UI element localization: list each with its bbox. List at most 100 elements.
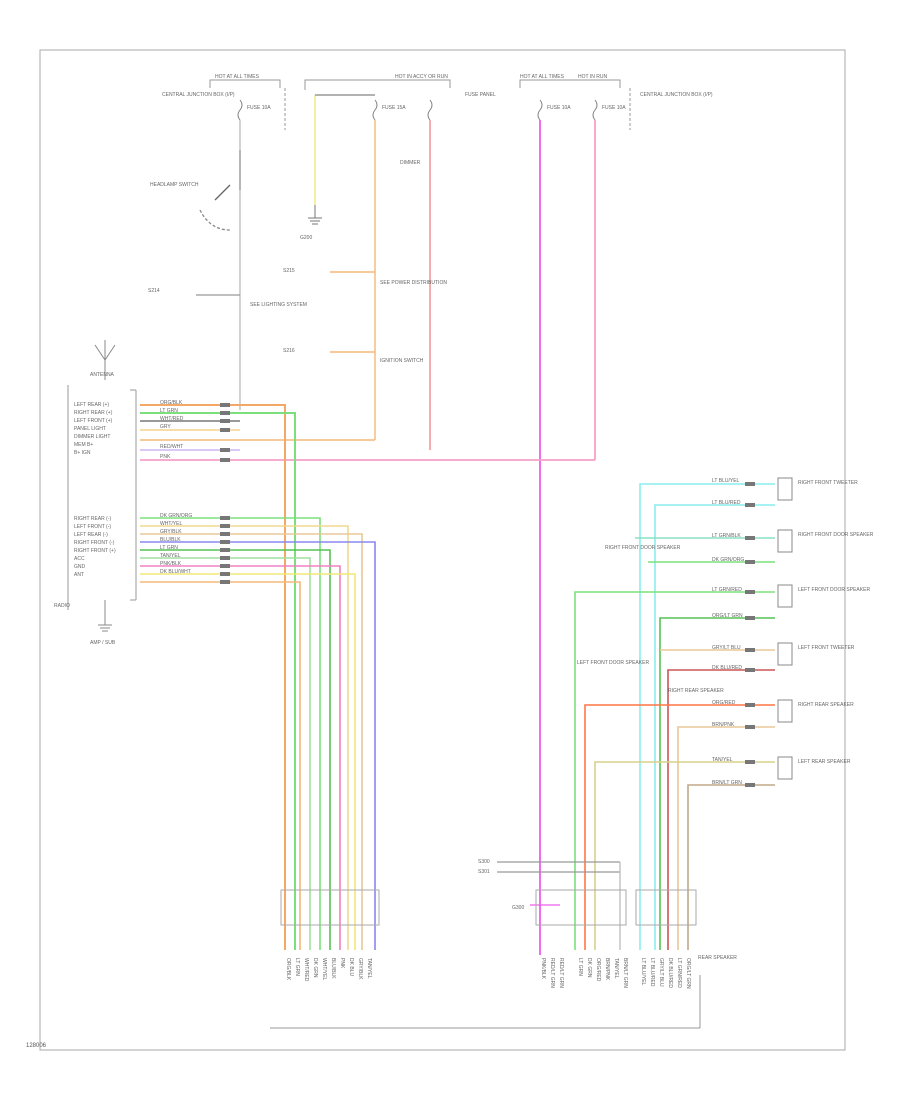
radio-wire-top-3: GRY <box>160 424 171 430</box>
junction-desc-3: CENTRAL JUNCTION BOX (I/P) <box>640 92 713 98</box>
speaker-2-wire-1: ORG/LT GRN <box>712 613 743 619</box>
dimmer-note: SEE LIGHTING SYSTEM <box>250 302 307 308</box>
bottom-right-code-10: LT GRN/RED <box>676 958 682 988</box>
bottom-left-code-1: LT GRN <box>294 958 300 976</box>
memory-power-wires <box>140 120 596 955</box>
bottom-left-code-7: DK BLU <box>348 958 354 977</box>
bottom-left-code-5: BLU/BLK <box>330 958 336 979</box>
radio-pin-top-3: PANEL LIGHT <box>74 426 106 432</box>
splice-note-1: S214 <box>148 288 160 294</box>
bottom-right-code-1: DK GRN <box>586 958 592 978</box>
radio-pin-bottom-1: LEFT FRONT (-) <box>74 524 112 530</box>
bottom-right-code-4: TAN/YEL <box>613 958 619 979</box>
bottom-mid-code-2: RED/LT GRN <box>558 958 564 988</box>
fuse-symbols <box>237 99 598 121</box>
bottom-right-code-7: LT BLU/RED <box>649 958 655 987</box>
bottom-right-code-2: ORG/RED <box>595 958 601 982</box>
radio-pin-bottom-6: GND <box>74 564 86 570</box>
speaker-0-wire-0: LT BLU/YEL <box>712 478 740 484</box>
speaker-wires <box>574 483 775 950</box>
radio-unit <box>67 385 137 610</box>
ground-label: G200 <box>300 235 313 241</box>
bottom-left-code-8: GRY/BLK <box>357 958 363 980</box>
radio-wire-bot-2: GRY/BLK <box>160 529 182 535</box>
speaker-5-wire-1: BRN/LT GRN <box>712 780 742 786</box>
bottom-left-code-9: TAN/YEL <box>366 958 372 979</box>
bottom-left-code-3: DK GRN <box>312 958 318 978</box>
bottom-left-code-6: PNK <box>339 958 345 969</box>
junction-desc-2: FUSE PANEL <box>465 92 496 98</box>
speaker-connector-pins <box>745 482 755 787</box>
radio-wire-bot-1: WHT/YEL <box>160 521 183 527</box>
radio-wire-top-4: RED/WHT <box>160 444 184 450</box>
antenna-label: ANTENNA <box>90 372 114 378</box>
bottom-mid-code-1: RED/LT GRN <box>549 958 555 988</box>
radio-pin-top-0: LEFT REAR (+) <box>74 402 110 408</box>
bottom-right-code-3: BRN/PNK <box>604 958 610 981</box>
radio-pin-top-2: LEFT FRONT (+) <box>74 418 113 424</box>
radio-top-harness <box>140 404 296 950</box>
headlamp-switch-wires <box>196 120 241 410</box>
bottom-left-code-2: WHT/RED <box>303 958 309 982</box>
bottom-right-code-0: LT GRN <box>577 958 583 976</box>
speaker-0-wire-1: LT BLU/RED <box>712 500 741 506</box>
radio-wire-top-1: LT GRN <box>160 408 178 414</box>
radio-connector-pins <box>220 403 230 584</box>
radio-ground-symbol <box>98 600 112 632</box>
radio-pin-bottom-7: ANT <box>74 572 84 578</box>
radio-pin-bottom-2: LEFT REAR (-) <box>74 532 108 538</box>
radio-wire-bot-3: BLU/BLK <box>160 537 181 543</box>
splice-note-2: S215 <box>283 268 295 274</box>
speaker-note-1: LEFT FRONT DOOR SPEAKER <box>577 660 650 666</box>
speaker-note-0: RIGHT FRONT DOOR SPEAKER <box>605 545 681 551</box>
bottom-connectors <box>280 889 697 926</box>
splice-note-3: S216 <box>283 348 295 354</box>
fuse-label-4: HOT IN RUN <box>578 74 608 80</box>
radio-wire-bot-6: PNK/BLK <box>160 561 182 567</box>
speaker-1-wire-0: LT GRN/BLK <box>712 533 741 539</box>
radio-wire-top-2: WHT/RED <box>160 416 184 422</box>
fuse-label-2: HOT IN ACCY OR RUN <box>395 74 448 80</box>
bottom-right-code-8: GRY/LT BLU <box>658 958 664 987</box>
radio-wire-bot-4: LT GRN <box>160 545 178 551</box>
radio-wire-bot-7: DK BLU/WHT <box>160 569 191 575</box>
radio-pin-bottom-5: ACC <box>74 556 85 562</box>
speaker-4-wire-0: ORG/RED <box>712 700 736 706</box>
fuse-note-1: FUSE 10A <box>247 105 271 111</box>
speaker-2-name: LEFT FRONT DOOR SPEAKER <box>798 587 871 593</box>
radio-pin-bottom-4: RIGHT FRONT (+) <box>74 548 116 554</box>
speaker-0-name: RIGHT FRONT TWEETER <box>798 480 858 486</box>
radio-wire-top-0: ORG/BLK <box>160 400 183 406</box>
splice-s300: S300 <box>478 859 490 865</box>
radio-pin-top-4: DIMMER LIGHT <box>74 434 111 440</box>
ground-bottom-note: G300 <box>512 905 525 911</box>
speakers <box>777 477 793 780</box>
bottom-right-code-5: BRN/LT GRN <box>622 958 628 988</box>
radio-wire-top-5: PNK <box>160 454 171 460</box>
footer-reference: 128006 <box>26 1043 47 1049</box>
radio-wire-bot-0: DK GRN/ORG <box>160 513 193 519</box>
speaker-3-wire-0: GRY/LT BLU <box>712 645 741 651</box>
fuse-note-2: FUSE 15A <box>382 105 406 111</box>
bottom-mid-code-0: PNK/BLK <box>540 958 546 980</box>
speaker-5-wire-0: TAN/YEL <box>712 757 733 763</box>
splice-s301: S301 <box>478 869 490 875</box>
component-note-1: SEE POWER DISTRIBUTION <box>380 280 447 286</box>
fuse-label-1: HOT AT ALL TIMES <box>215 74 259 80</box>
speaker-1-wire-1: DK GRN/ORG <box>712 557 745 563</box>
radio-pin-top-1: RIGHT REAR (+) <box>74 410 113 416</box>
bottom-right-code-6: LT BLU/YEL <box>640 958 646 986</box>
radio-pin-top-5: MEM B+ <box>74 442 94 448</box>
antenna-icon <box>94 340 116 380</box>
ignition-wires <box>140 94 431 450</box>
radio-pin-top-6: B+ IGN <box>74 450 91 456</box>
speaker-1-name: RIGHT FRONT DOOR SPEAKER <box>798 532 874 538</box>
radio-sublabel: AMP / SUB <box>90 640 116 646</box>
speaker-note-2: RIGHT REAR SPEAKER <box>668 688 724 694</box>
mid-ground-connector <box>497 861 621 950</box>
speaker-4-name: RIGHT REAR SPEAKER <box>798 702 854 708</box>
junction-desc-1: CENTRAL JUNCTION BOX (I/P) <box>162 92 235 98</box>
fuse-note-4: FUSE 10A <box>602 105 626 111</box>
fuse-panel-top <box>209 79 631 130</box>
